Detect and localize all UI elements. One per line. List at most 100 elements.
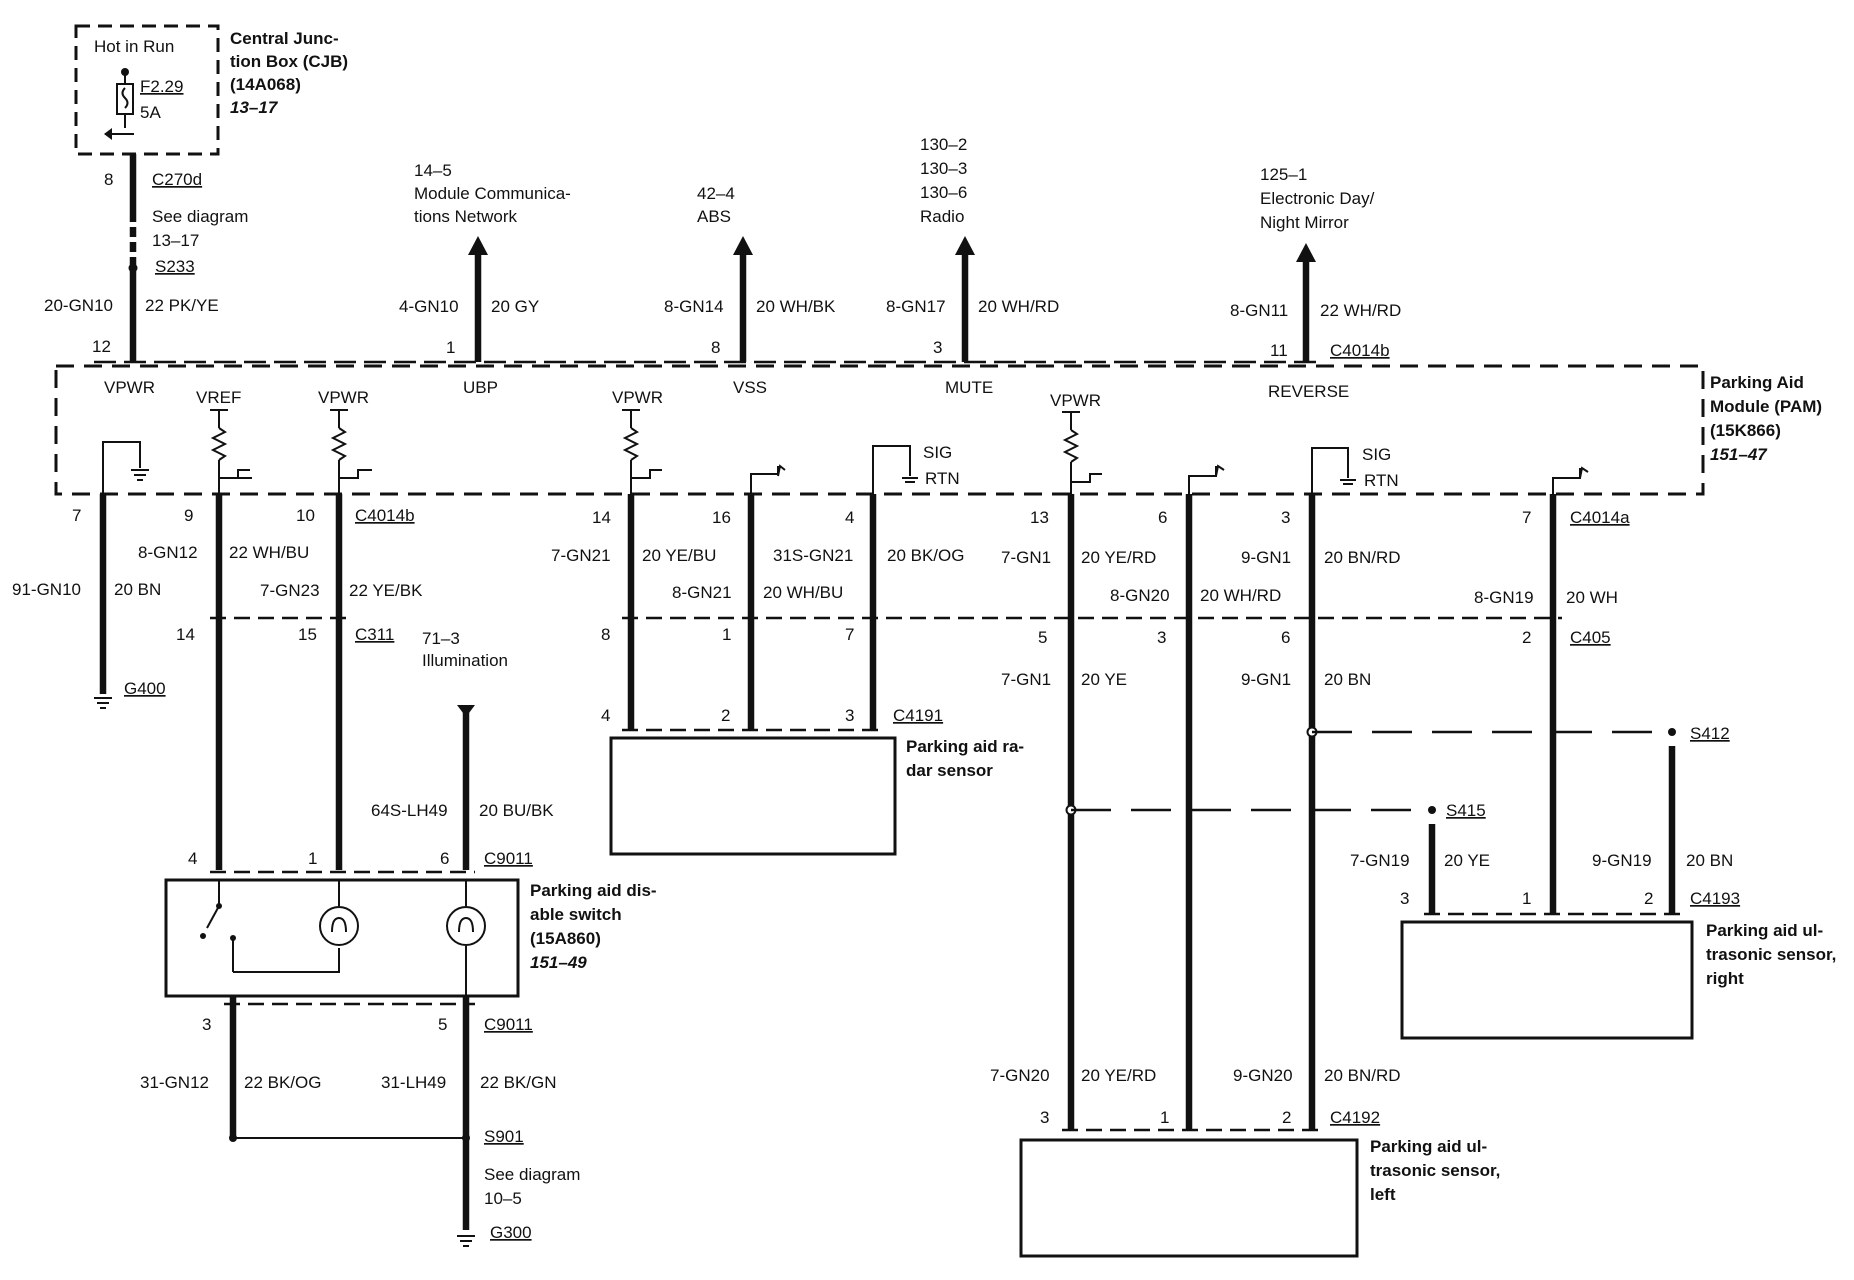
left-pin-6: 6 — [1158, 508, 1167, 527]
parking-aid-radar-sensor: Parking aid ra- dar sensor — [609, 736, 1024, 856]
radar-sensor-pin-3: 3 — [845, 706, 854, 725]
cjb-title-3: (14A068) — [230, 75, 301, 94]
gn10-circuit: 20-GN10 — [44, 296, 113, 315]
radar-sensor-pin-4: 4 — [601, 706, 610, 725]
radar-pin-16: 16 — [712, 508, 731, 527]
gn20a-circuit: 7-GN20 — [990, 1066, 1050, 1085]
left-inline-3: 3 — [1157, 628, 1166, 647]
vss-label: VSS — [733, 378, 767, 397]
sw-title-3: (15A860) — [530, 929, 601, 948]
radar-pin-4: 4 — [845, 508, 854, 527]
gn1a-circuit: 7-GN1 — [1001, 548, 1051, 567]
radar-title-2: dar sensor — [906, 761, 993, 780]
gn20b-wire: 20 WH/RD — [1200, 586, 1281, 605]
mute-label: MUTE — [945, 378, 993, 397]
gn1a-wire: 20 YE/RD — [1081, 548, 1156, 567]
central-junction-box: Hot in Run F2.29 5A Central Junc- tion B… — [74, 24, 348, 156]
pam-title-1: Parking Aid — [1710, 373, 1804, 392]
gn19a-circuit: 7-GN19 — [1350, 851, 1410, 870]
gn23-wire: 22 YE/BK — [349, 581, 423, 600]
mute-wire: 20 WH/RD — [978, 297, 1059, 316]
gn1d-wire: 20 YE — [1081, 670, 1127, 689]
c9011-bottom-label: C9011 — [484, 1015, 533, 1034]
radar-inline-8: 8 — [601, 625, 610, 644]
g400-label: G400 — [124, 679, 166, 698]
gn20c-wire: 20 BN/RD — [1324, 1066, 1401, 1085]
gn21b-wire: 20 WH/BU — [763, 583, 843, 602]
sw-bottom-pin-5: 5 — [438, 1015, 447, 1034]
lh49-wire: 20 BU/BK — [479, 801, 554, 820]
see-diagram-1: See diagram — [152, 207, 248, 226]
arrow-up-icon — [1296, 243, 1316, 262]
left-sensor-pin-2: 2 — [1282, 1108, 1291, 1127]
c405-label: C405 — [1570, 628, 1611, 647]
illum-ref: 71–3 — [422, 629, 460, 648]
switch-wires: 9 10 C4014b 8-GN12 22 WH/BU 7-GN23 22 YE… — [138, 494, 554, 870]
mute-circuit: 8-GN17 — [886, 297, 946, 316]
s901-label: S901 — [484, 1127, 524, 1146]
gn1d-circuit: 7-GN1 — [1001, 670, 1051, 689]
resistor-icon — [210, 427, 228, 461]
see-diagram-ref-2: 10–5 — [484, 1189, 522, 1208]
lamp-icon — [446, 906, 486, 946]
gn20c-circuit: 9-GN20 — [1233, 1066, 1293, 1085]
gn1e-wire: 20 BN — [1324, 670, 1371, 689]
gn10-wire: 22 PK/YE — [145, 296, 219, 315]
output-reverse: 125–1 Electronic Day/ Night Mirror 8-GN1… — [1230, 165, 1401, 401]
vss-pin: 8 — [711, 338, 720, 357]
see-diagram-ref-1: 13–17 — [152, 231, 199, 250]
gn21c-wire: 20 BK/OG — [887, 546, 964, 565]
inline-connector-lines — [94, 360, 1562, 1006]
parking-aid-disable-switch: Parking aid dis- able switch (15A860) 15… — [164, 878, 657, 998]
switch-contact-icon — [206, 905, 220, 929]
pam-pin-12: 12 — [92, 337, 111, 356]
hot-in-run-label: Hot in Run — [94, 37, 174, 56]
vpwr-label-4: VPWR — [1050, 391, 1101, 410]
gn12b-wire: 22 BK/OG — [244, 1073, 321, 1092]
reverse-pin: 11 — [1270, 341, 1288, 360]
lh49-circuit: 64S-LH49 — [371, 801, 448, 820]
g400-wire: 20 BN — [114, 580, 161, 599]
s412-label: S412 — [1690, 724, 1730, 743]
ubp-pin: 1 — [446, 338, 455, 357]
gn21c-circuit: 31S-GN21 — [773, 546, 853, 565]
gn20b-circuit: 8-GN20 — [1110, 586, 1170, 605]
lh49b-circuit: 31-LH49 — [381, 1073, 446, 1092]
vss-circuit: 8-GN14 — [664, 297, 724, 316]
reverse-ref-1: 125–1 — [1260, 165, 1307, 184]
pam-title-3: (15K866) — [1710, 421, 1781, 440]
cjb-title-1: Central Junc- — [230, 29, 339, 48]
radar-sensor-pin-2: 2 — [721, 706, 730, 725]
output-vss: 42–4 ABS 8-GN14 20 WH/BK 8 VSS — [664, 184, 836, 397]
vss-ref-2: ABS — [697, 207, 731, 226]
g300-label: G300 — [490, 1223, 532, 1242]
mute-pin: 3 — [933, 338, 942, 357]
output-ubp: 14–5 Module Communica- tions Network 4-G… — [399, 161, 571, 397]
sw-pin-1: 1 — [308, 849, 317, 868]
sw-ref: 151–49 — [530, 953, 587, 972]
right-sensor-pin-2: 2 — [1644, 889, 1653, 908]
left-title-1: Parking aid ul- — [1370, 1137, 1487, 1156]
left-title-2: trasonic sensor, — [1370, 1161, 1500, 1180]
left-inline-6: 6 — [1281, 628, 1290, 647]
rtn-label-1: RTN — [925, 469, 960, 488]
c311-label: C311 — [355, 625, 394, 644]
c4014b-label: C4014b — [355, 506, 415, 525]
vref-pin: 9 — [184, 506, 193, 525]
gn1c-wire: 20 BN/RD — [1324, 548, 1401, 567]
illum-label: Illumination — [422, 651, 508, 670]
parking-aid-module: Parking Aid Module (PAM) (15K866) 151–47… — [54, 364, 1822, 496]
cjb-title-2: tion Box (CJB) — [230, 52, 348, 71]
vpwr2-pin: 10 — [296, 506, 315, 525]
mute-ref-2: 130–3 — [920, 159, 967, 178]
arrow-up-icon — [733, 236, 753, 255]
reverse-wire: 22 WH/RD — [1320, 301, 1401, 320]
vpwr-label-1: VPWR — [104, 378, 155, 397]
c4192-label: C4192 — [1330, 1108, 1380, 1127]
gn21b-circuit: 8-GN21 — [672, 583, 732, 602]
gn20a-wire: 20 YE/RD — [1081, 1066, 1156, 1085]
gn19b-wire: 20 WH — [1566, 588, 1618, 607]
vss-ref-1: 42–4 — [697, 184, 735, 203]
gn19c-wire: 20 BN — [1686, 851, 1733, 870]
